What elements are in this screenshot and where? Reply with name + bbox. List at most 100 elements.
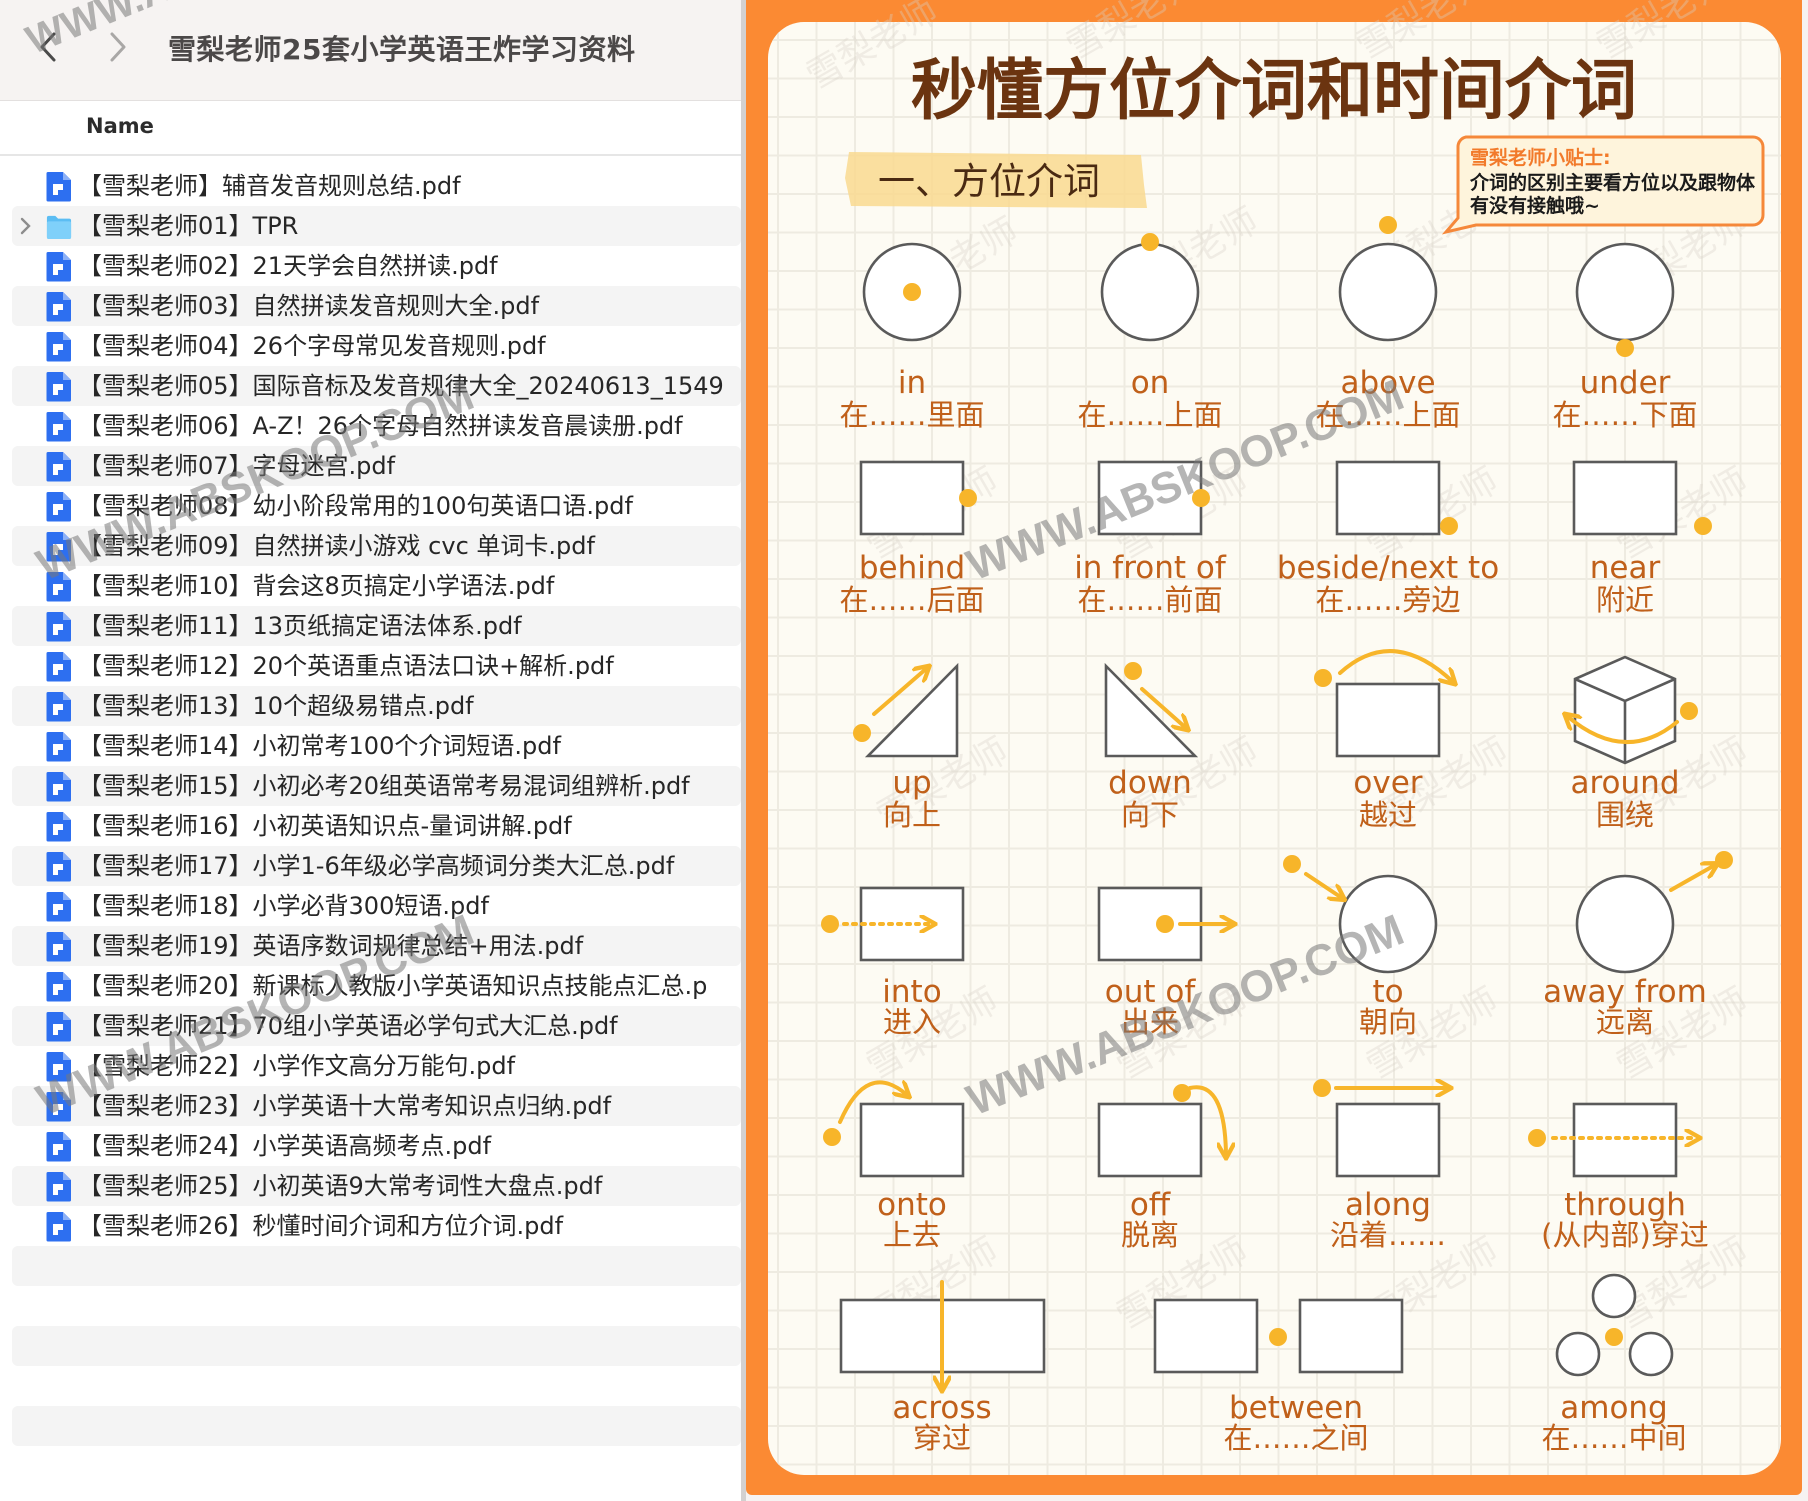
file-row[interactable]: 【雪梨老师13】10个超级易错点.pdf (0, 686, 741, 726)
file-name: 【雪梨老师02】21天学会自然拼读.pdf (78, 252, 498, 280)
pdf-file-icon (46, 532, 71, 562)
file-name: 【雪梨老师21】70组小学英语必学句式大汇总.pdf (78, 1012, 618, 1040)
motion-arrow (1188, 1085, 1226, 1155)
poster-title: 秒懂方位介词和时间介词 (911, 51, 1637, 129)
file-row[interactable]: 【雪梨老师10】背会这8页搞定小学语法.pdf (0, 566, 741, 606)
file-row[interactable]: 【雪梨老师08】幼小阶段常用的100句英语口语.pdf (0, 486, 741, 526)
file-name: 【雪梨老师18】小学必背300短语.pdf (78, 892, 489, 920)
file-row[interactable]: 【雪梨老师18】小学必背300短语.pdf (0, 886, 741, 926)
file-row[interactable]: 【雪梨老师12】20个英语重点语法口诀+解析.pdf (0, 646, 741, 686)
preposition-label: in front of在……前面 (1074, 550, 1227, 617)
preposition-en: out of (1105, 974, 1197, 1010)
file-name: 【雪梨老师】辅音发音规则总结.pdf (78, 172, 461, 200)
file-name: 【雪梨老师03】自然拼读发音规则大全.pdf (78, 292, 540, 320)
file-row[interactable]: 【雪梨老师06】A-Z！26个字母自然拼读发音晨读册.pdf (0, 406, 741, 446)
file-name: 【雪梨老师25】小初英语9大常考词性大盘点.pdf (78, 1172, 603, 1200)
preposition-label: in在……里面 (839, 365, 984, 432)
file-name: 【雪梨老师04】26个字母常见发音规则.pdf (78, 332, 546, 360)
triangle-shape (1104, 662, 1199, 758)
motion-arrow (1567, 716, 1679, 744)
object-dot (1141, 233, 1159, 251)
preposition-zh: 进入 (883, 1005, 941, 1039)
file-name: 【雪梨老师09】自然拼读小游戏 cvc 单词卡.pdf (78, 532, 595, 560)
motion-arrow (1140, 687, 1186, 728)
file-row[interactable]: 【雪梨老师04】26个字母常见发音规则.pdf (0, 326, 741, 366)
file-row[interactable]: 【雪梨老师16】小初英语知识点-量词讲解.pdf (0, 806, 741, 846)
preposition-en: above (1340, 365, 1435, 401)
preposition-en: on (1131, 365, 1170, 401)
file-row[interactable]: 【雪梨老师05】国际音标及发音规律大全_20240613_1549 (0, 366, 741, 406)
preposition-zh: 在……之间 (1223, 1421, 1368, 1455)
preposition-en: across (892, 1390, 991, 1426)
pdf-file-icon (46, 892, 71, 922)
file-row[interactable]: 【雪梨老师】辅音发音规则总结.pdf (0, 166, 741, 206)
file-name: 【雪梨老师15】小初必考20组英语常考易混词组辨析.pdf (78, 772, 690, 800)
file-row[interactable]: 【雪梨老师07】字母迷宫.pdf (0, 446, 741, 486)
circle-shape (1338, 874, 1438, 974)
empty-row (0, 1286, 741, 1326)
box-shape (1097, 1102, 1203, 1178)
file-row[interactable]: 【雪梨老师23】小学英语十大常考知识点归纳.pdf (0, 1086, 741, 1126)
pdf-file-icon (46, 612, 71, 642)
file-row[interactable]: 【雪梨老师03】自然拼读发音规则大全.pdf (0, 286, 741, 326)
file-row[interactable]: 【雪梨老师26】秒懂时间介词和方位介词.pdf (0, 1206, 741, 1246)
file-row[interactable]: 【雪梨老师20】新课标人教版小学英语知识点技能点汇总.p (0, 966, 741, 1006)
section-heading: 一、方位介词 (878, 160, 1100, 203)
file-row[interactable]: 【雪梨老师19】英语序数词规律总结+用法.pdf (0, 926, 741, 966)
file-name: 【雪梨老师20】新课标人教版小学英语知识点技能点汇总.p (78, 972, 708, 1000)
tip-heading: 雪梨老师小贴士: (1470, 146, 1611, 169)
file-row[interactable]: 【雪梨老师02】21天学会自然拼读.pdf (0, 246, 741, 286)
preposition-en: near (1590, 550, 1661, 586)
object-dot (1124, 662, 1142, 680)
circle-shape (1575, 242, 1675, 342)
pdf-file-icon (46, 172, 71, 202)
preposition-en: beside/next to (1277, 550, 1499, 586)
file-row[interactable]: 【雪梨老师14】小初常考100个介词短语.pdf (0, 726, 741, 766)
file-row[interactable]: 【雪梨老师25】小初英语9大常考词性大盘点.pdf (0, 1166, 741, 1206)
object-dot (959, 489, 977, 507)
file-row[interactable]: 【雪梨老师09】自然拼读小游戏 cvc 单词卡.pdf (0, 526, 741, 566)
file-row[interactable]: 【雪梨老师11】13页纸搞定语法体系.pdf (0, 606, 741, 646)
pdf-file-icon (46, 292, 71, 322)
box-shape (1153, 1298, 1259, 1374)
box-shape (859, 1102, 965, 1178)
column-header-name[interactable]: Name (86, 114, 154, 138)
empty-row (0, 1446, 741, 1486)
file-row[interactable]: 【雪梨老师15】小初必考20组英语常考易混词组辨析.pdf (0, 766, 741, 806)
back-button[interactable] (28, 24, 68, 70)
pdf-file-icon (46, 372, 71, 402)
pdf-file-icon (46, 332, 71, 362)
pdf-file-icon (46, 932, 71, 962)
preposition-en: behind (859, 550, 965, 586)
preposition-en: onto (877, 1187, 947, 1223)
object-dot (823, 1128, 841, 1146)
box-shape (1097, 460, 1203, 536)
file-name: 【雪梨老师19】英语序数词规律总结+用法.pdf (78, 932, 584, 960)
file-name: 【雪梨老师05】国际音标及发音规律大全_20240613_1549 (78, 372, 724, 400)
file-row[interactable]: 【雪梨老师24】小学英语高频考点.pdf (0, 1126, 741, 1166)
object-dot (1694, 517, 1712, 535)
file-row[interactable]: 【雪梨老师21】70组小学英语必学句式大汇总.pdf (0, 1006, 741, 1046)
split-divider[interactable] (741, 0, 746, 1501)
preposition-label: along沿着…… (1330, 1187, 1446, 1252)
disclosure-chevron-icon[interactable] (18, 214, 34, 238)
forward-button[interactable] (98, 24, 138, 70)
object-dot (1269, 1328, 1287, 1346)
circle-shape (1591, 1273, 1637, 1319)
folder-row[interactable]: 【雪梨老师01】TPR (0, 206, 741, 246)
file-name: 【雪梨老师12】20个英语重点语法口诀+解析.pdf (78, 652, 614, 680)
file-row[interactable]: 【雪梨老师22】小学作文高分万能句.pdf (0, 1046, 741, 1086)
preposition-zh: 在……后面 (839, 583, 984, 617)
tip-line-1: 介词的区别主要看方位以及跟物体 (1469, 171, 1756, 194)
object-dot (1715, 851, 1733, 869)
preposition-zh: 在……下面 (1552, 398, 1697, 432)
object-dot (1605, 1328, 1623, 1346)
file-row[interactable]: 【雪梨老师17】小学1-6年级必学高频词分类大汇总.pdf (0, 846, 741, 886)
preposition-en: under (1580, 365, 1671, 401)
